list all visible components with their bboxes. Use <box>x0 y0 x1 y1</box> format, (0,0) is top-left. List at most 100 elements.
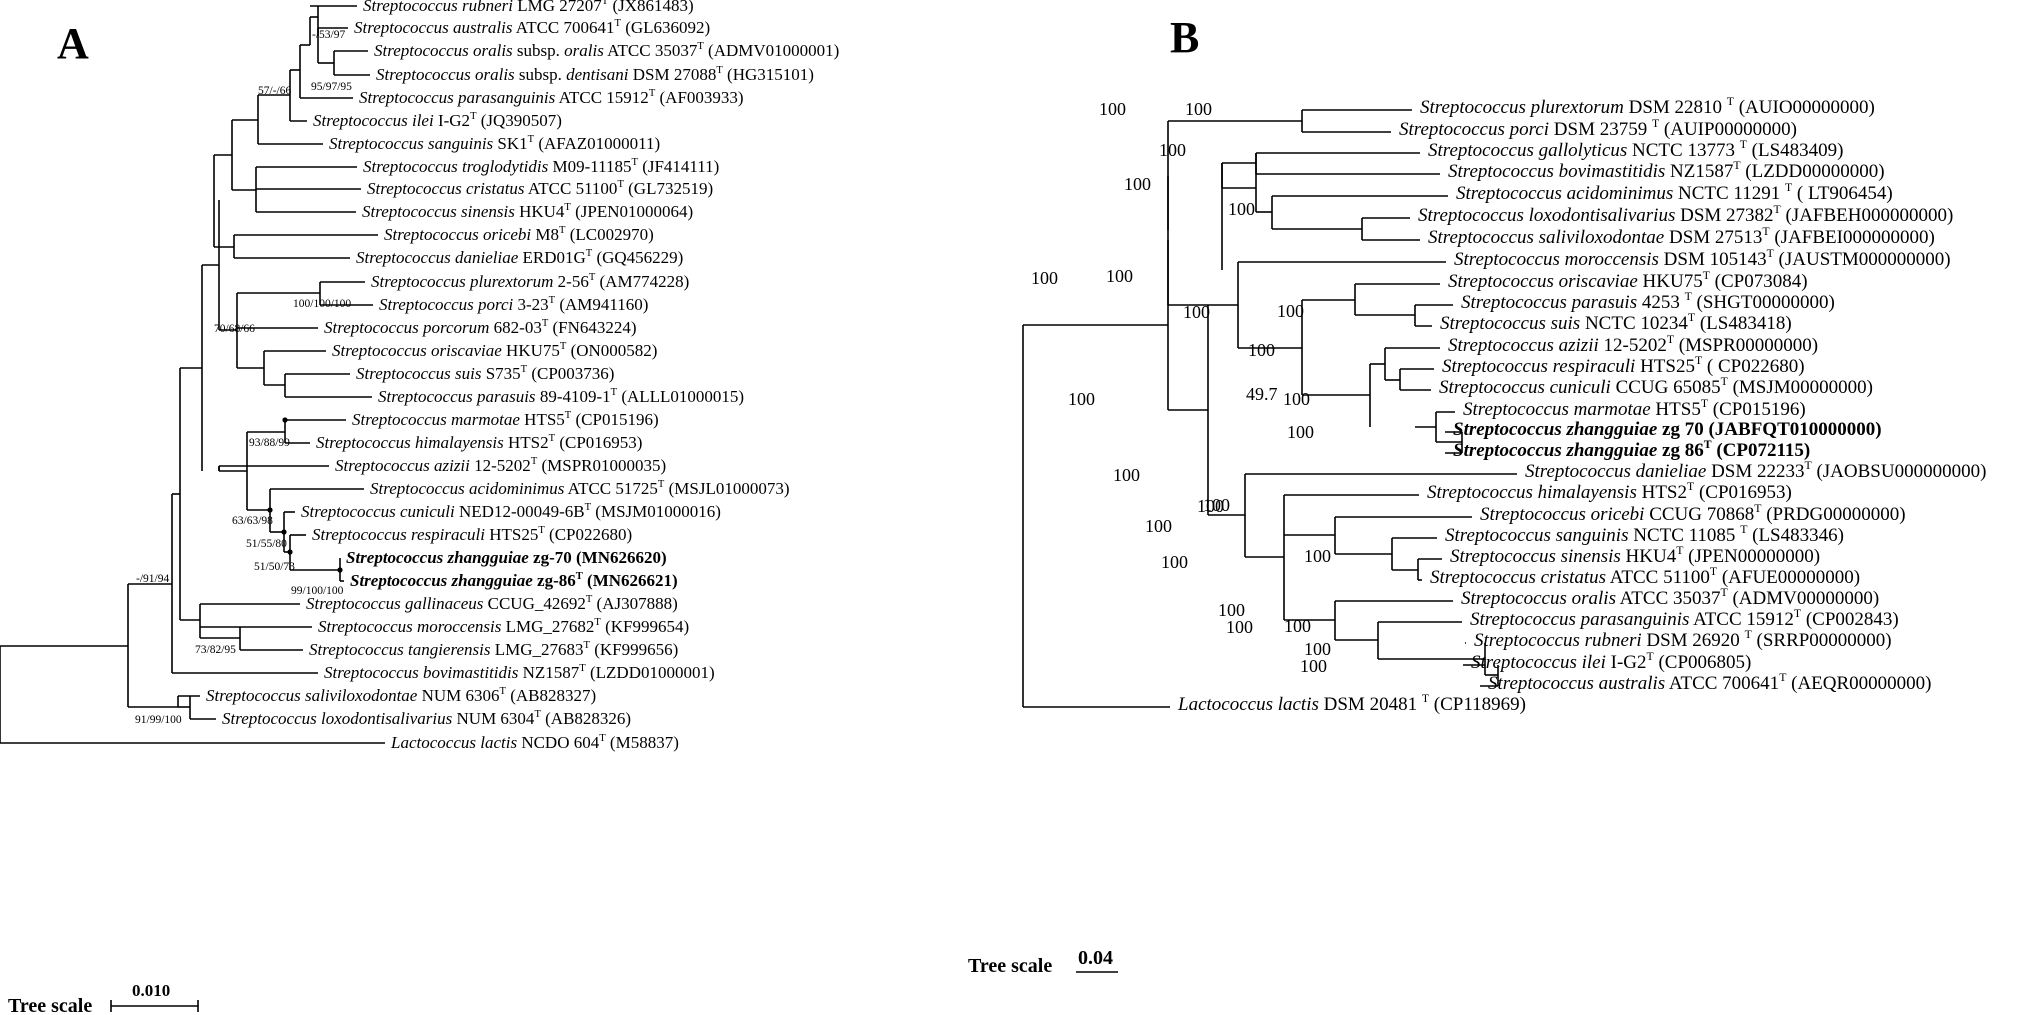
leaf-label-a_lox: Streptococcus loxodontisalivarius NUM 63… <box>222 709 631 728</box>
bootstrap-b_b19: 100 <box>1304 546 1331 566</box>
leaf-label-b_ora: Streptococcus oralis ATCC 35037T (ADMV00… <box>1461 586 1879 609</box>
bootstrap-b_b23: 100 <box>1304 639 1331 659</box>
leaf-label-b_z70: Streptococcus zhangguiae zg 70 (JABFQT01… <box>1453 419 1882 440</box>
leaf-label-a_porci: Streptococcus porci 3-23T (AM941160) <box>379 295 648 314</box>
leaf-label-a_san: Streptococcus sanguinis SK1T (AFAZ010000… <box>329 134 660 153</box>
bootstrap-b_b5: 100 <box>1228 199 1255 219</box>
bootstrap-b_b14: 100 <box>1287 422 1314 442</box>
bootstrap-b_b15: 100 <box>1113 465 1140 485</box>
leaf-label-a_res: Streptococcus respiraculi HTS25T (CP0226… <box>312 525 632 544</box>
bootstrap-b_b11: 100 <box>1277 301 1304 321</box>
leaf-label-a_mar: Streptococcus marmotae HTS5T (CP015196) <box>352 410 659 429</box>
bootstrap-b_b9: 100 <box>1248 340 1275 360</box>
bootstrap-a_b2: 95/97/95 <box>311 81 352 93</box>
leaf-label-a_azi: Streptococcus azizii 12-5202T (MSPR01000… <box>335 456 666 475</box>
leaf-label-a_ili: Streptococcus ilei I-G2T (JQ390507) <box>313 111 562 130</box>
bootstrap-b_b3: 100 <box>1159 140 1186 160</box>
leaf-label-a_sin: Streptococcus sinensis HKU4T (JPEN010000… <box>362 202 693 221</box>
leaf-label-a_him: Streptococcus himalayensis HTS2T (CP0169… <box>316 433 642 452</box>
leaf-label-a_pars: Streptococcus parasuis 89-4109-1T (ALLL0… <box>378 387 744 406</box>
leaf-label-b_aus: Streptococcus australis ATCC 700641T (AE… <box>1488 671 1932 694</box>
leaf-label-a_rub: Streptococcus rubneri LMG 27207T (JX8614… <box>363 0 694 15</box>
bootstrap-a_b1: -/53/97 <box>312 29 345 41</box>
leaf-label-b_lac: Lactococcus lactis DSM 20481 T (CP118969… <box>1177 692 1526 715</box>
leaf-label-b_gal: Streptococcus gallolyticus NCTC 13773 T … <box>1428 138 1843 161</box>
leaf-label-a_par: Streptococcus parasanguinis ATCC 15912T … <box>359 88 744 107</box>
leaf-label-a_sui: Streptococcus suis S735T (CP003736) <box>356 364 614 383</box>
leaf-label-b_sin: Streptococcus sinensis HKU4T (JPEN000000… <box>1450 544 1820 567</box>
bootstrap-b_b2: 100 <box>1185 99 1212 119</box>
bootstrap-b_b6: 100 <box>1031 268 1058 288</box>
scale-value-b: 0.04 <box>1078 947 1113 969</box>
leaf-label-b_plu: Streptococcus plurextorum DSM 22810 T (A… <box>1420 95 1875 118</box>
bootstrap-a_b6: 93/88/99 <box>249 437 290 449</box>
leaf-label-b_sui: Streptococcus suis NCTC 10234T (LS483418… <box>1440 311 1792 334</box>
leaf-label-b_rub: Streptococcus rubneri DSM 26920 T (SRRP0… <box>1474 628 1892 651</box>
leaf-label-a_tan: Streptococcus tangierensis LMG_27683T (K… <box>309 640 678 659</box>
bootstrap-a_b12: 73/82/95 <box>195 644 236 656</box>
bootstrap-a_b5: 70/68/66 <box>214 323 255 335</box>
leaf-label-b_sal: Streptococcus saliviloxodontae DSM 27513… <box>1428 225 1935 248</box>
bootstrap-b_b7: 100 <box>1106 266 1133 286</box>
leaf-label-b_res: Streptococcus respiraculi HTS25T ( CP022… <box>1442 354 1805 377</box>
bootstrap-a_b3: 57/-/66 <box>258 85 291 97</box>
bootstrap-b_b12: 49.7 <box>1246 384 1278 404</box>
leaf-label-a_bov: Streptococcus bovimastitidis NZ1587T (LZ… <box>324 663 715 682</box>
leaf-label-b_azi: Streptococcus azizii 12-5202T (MSPR00000… <box>1448 333 1818 356</box>
leaf-label-b_cri: Streptococcus cristatus ATCC 51100T (AFU… <box>1430 565 1860 588</box>
bootstrap-b_b18: 100 <box>1197 496 1224 516</box>
leaf-label-a_cri: Streptococcus cristatus ATCC 51100T (GL7… <box>367 179 713 198</box>
leaf-label-b_cun: Streptococcus cuniculi CCUG 65085T (MSJM… <box>1439 375 1873 398</box>
leaf-label-a_z86: Streptococcus zhangguiae zg-86T (MN62662… <box>350 571 678 590</box>
bootstrap-a_b10: 99/100/100 <box>291 585 344 597</box>
bootstrap-a_b9: 51/50/73 <box>254 561 295 573</box>
bootstrap-b_b16: 100 <box>1203 495 1230 515</box>
leaf-label-b_oris: Streptococcus oriscaviae HKU75T (CP07308… <box>1448 269 1808 292</box>
leaf-label-a_aci: Streptococcus acidominimus ATCC 51725T (… <box>370 479 790 498</box>
bootstrap-a_b11: -/91/94 <box>136 573 169 585</box>
leaf-label-a_porc: Streptococcus porcorum 682-03T (FN643224… <box>324 318 637 337</box>
leaf-label-a_dan: Streptococcus danieliae ERD01GT (GQ45622… <box>356 248 683 267</box>
bootstrap-b_b4: 100 <box>1124 174 1151 194</box>
bootstrap-b_b24: 100 <box>1226 617 1253 637</box>
leaf-label-b_bov: Streptococcus bovimastitidis NZ1587T (LZ… <box>1448 159 1885 182</box>
leaf-label-a_den: Streptococcus oralis subsp. dentisani DS… <box>376 65 814 84</box>
bootstrap-b_b10: 100 <box>1068 389 1095 409</box>
bootstrap-a_b13: 91/99/100 <box>135 714 182 726</box>
bootstrap-a_b7: 63/63/98 <box>232 515 273 527</box>
bootstrap-b_b13: 100 <box>1283 389 1310 409</box>
bootstrap-a_b8: 51/55/80 <box>246 538 287 550</box>
bootstrap-a_b4: 100/100/100 <box>293 298 351 310</box>
leaf-label-b_lox: Streptococcus loxodontisalivarius DSM 27… <box>1418 203 1953 226</box>
leaf-label-b_ili: Streptococcus ilei I-G2T (CP006805) <box>1471 650 1751 673</box>
leaf-label-b_mar: Streptococcus marmotae HTS5T (CP015196) <box>1463 397 1806 420</box>
bootstrap-b_b22: 100 <box>1218 600 1245 620</box>
bootstrap-b_b8: 100 <box>1183 302 1210 322</box>
leaf-label-b_dan: Streptococcus danieliae DSM 22233T (JAOB… <box>1525 459 1986 482</box>
leaf-label-a_ora: Streptococcus oralis subsp. oralis ATCC … <box>374 41 839 60</box>
leaf-label-a_cun: Streptococcus cuniculi NED12-00049-6BT (… <box>301 502 721 521</box>
scale-label-a: Tree scale <box>8 995 92 1015</box>
leaf-label-a_oris: Streptococcus oriscaviae HKU75T (ON00058… <box>332 341 657 360</box>
scale-value-a: 0.010 <box>132 981 170 1000</box>
leaf-label-b_ori: Streptococcus oricebi CCUG 70868T (PRDG0… <box>1480 502 1906 525</box>
leaf-label-b_z86: Streptococcus zhangguiae zg 86T (CP07211… <box>1453 438 1810 461</box>
bootstrap-b_b20: 100 <box>1161 552 1188 572</box>
leaf-label-b_aci: Streptococcus acidominimus NCTC 11291 T … <box>1456 181 1893 204</box>
leaf-label-b_san: Streptococcus sanguinis NCTC 11085 T (LS… <box>1445 523 1844 546</box>
scale-label-b: Tree scale <box>968 955 1052 977</box>
leaf-label-b_par: Streptococcus parasanguinis ATCC 15912T … <box>1470 607 1899 630</box>
bootstrap-b_b1: 100 <box>1099 99 1126 119</box>
leaf-label-a_lac: Lactococcus lactis NCDO 604T (M58837) <box>390 733 679 752</box>
leaf-label-a_plu: Streptococcus plurextorum 2-56T (AM77422… <box>371 272 689 291</box>
panel-letter-a: A <box>57 19 89 68</box>
leaf-label-a_mor: Streptococcus moroccensis LMG_27682T (KF… <box>318 617 689 636</box>
leaf-label-a_aus: Streptococcus australis ATCC 700641T (GL… <box>354 18 710 37</box>
bootstrap-b_b25: 100 <box>1300 656 1327 676</box>
leaf-label-a_gal: Streptococcus gallinaceus CCUG_42692T (A… <box>306 594 678 613</box>
leaf-label-b_porci: Streptococcus porci DSM 23759 T (AUIP000… <box>1399 117 1797 140</box>
panel-letter-b: B <box>1170 13 1199 62</box>
leaf-label-b_pars: Streptococcus parasuis 4253 T (SHGT00000… <box>1461 290 1835 313</box>
